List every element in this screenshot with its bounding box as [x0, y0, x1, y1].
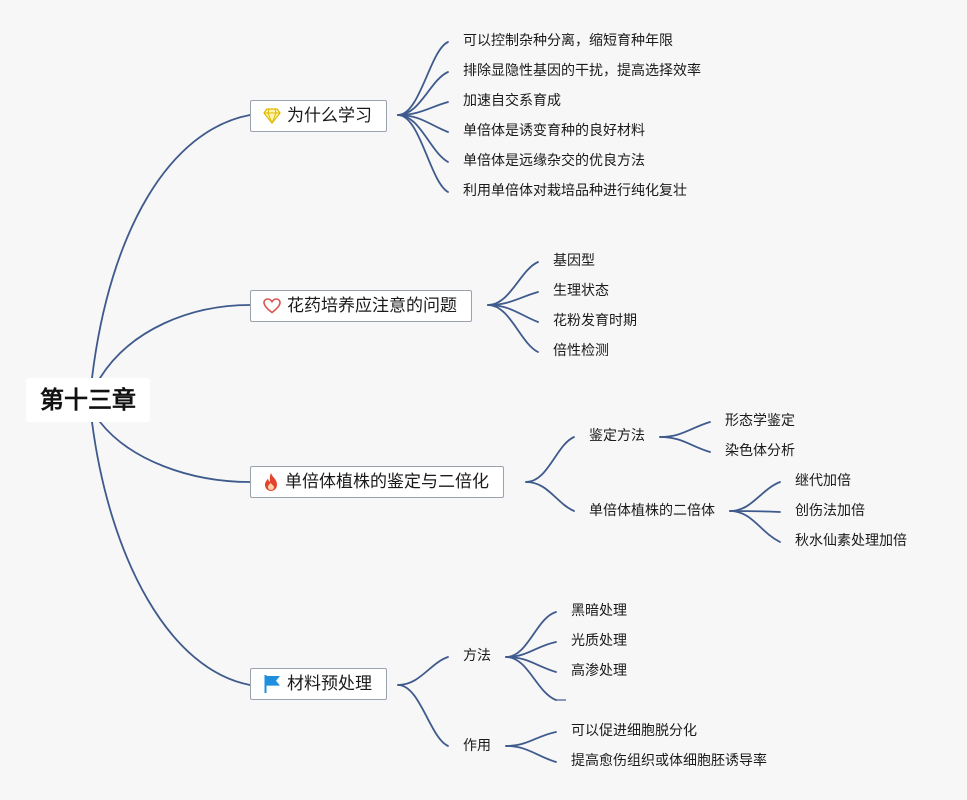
haploid-identify-leaf-1[interactable]: 染色体分析 [725, 443, 795, 459]
fire-icon [265, 473, 277, 491]
haploid-diploid-leaf-0[interactable]: 继代加倍 [795, 473, 851, 489]
anther-leaf-0[interactable]: 基因型 [553, 253, 595, 269]
branch-anther-label: 花药培养应注意的问题 [287, 296, 457, 316]
pretreat-sub-method[interactable]: 方法 [463, 648, 491, 664]
link-pretreat-sub0-leaf-0 [505, 611, 557, 658]
heart-icon [263, 298, 281, 314]
root-node[interactable]: 第十三章 [26, 378, 150, 422]
link-why-leaf-5 [397, 114, 449, 193]
link-pretreat-sub-0 [397, 656, 449, 686]
flag-icon [264, 675, 280, 693]
haploid-diploid-leaf-2[interactable]: 秋水仙素处理加倍 [795, 533, 907, 549]
branch-why-label: 为什么学习 [287, 106, 372, 126]
link-haploid-sub1-leaf-0 [729, 481, 781, 512]
branch-haploid[interactable]: 单倍体植株的鉴定与二倍化 [250, 466, 504, 498]
haploid-diploid-leaf-1[interactable]: 创伤法加倍 [795, 503, 865, 519]
link-haploid-sub0-leaf-0 [659, 421, 711, 438]
haploid-sub-identify[interactable]: 鉴定方法 [589, 428, 645, 444]
why-leaf-3[interactable]: 单倍体是诱变育种的良好材料 [463, 123, 645, 139]
link-pretreat-sub-1 [397, 684, 449, 747]
pretreat-sub-effect[interactable]: 作用 [463, 738, 491, 754]
why-leaf-2[interactable]: 加速自交系育成 [463, 93, 561, 109]
haploid-identify-leaf-0[interactable]: 形态学鉴定 [725, 413, 795, 429]
link-haploid-sub1-leaf-2 [729, 510, 781, 543]
haploid-sub-diploid[interactable]: 单倍体植株的二倍体 [589, 503, 715, 519]
link-why-leaf-4 [397, 114, 449, 163]
link-anther-leaf-0 [487, 261, 539, 306]
link-root-pretreat [91, 421, 251, 686]
branch-pretreat-label: 材料预处理 [287, 674, 372, 694]
why-leaf-1[interactable]: 排除显隐性基因的干扰，提高选择效率 [463, 63, 701, 79]
link-root-anther [99, 304, 251, 379]
link-pretreat-sub1-leaf-0 [505, 731, 557, 747]
link-haploid-sub-1 [525, 481, 575, 512]
anther-leaf-3[interactable]: 倍性检测 [553, 343, 609, 359]
branch-haploid-label: 单倍体植株的鉴定与二倍化 [285, 472, 489, 492]
gem-icon [263, 108, 281, 124]
pretreat-effect-leaf-0[interactable]: 可以促进细胞脱分化 [571, 723, 697, 739]
link-anther-leaf-3 [487, 304, 539, 353]
anther-leaf-1[interactable]: 生理状态 [553, 283, 609, 299]
anther-leaf-2[interactable]: 花粉发育时期 [553, 313, 637, 329]
pretreat-method-leaf-1[interactable]: 光质处理 [571, 633, 627, 649]
link-why-leaf-0 [397, 41, 449, 116]
branch-pretreat[interactable]: 材料预处理 [250, 668, 387, 700]
link-root-why [91, 114, 251, 379]
branch-why[interactable]: 为什么学习 [250, 100, 387, 132]
link-haploid-sub0-leaf-1 [659, 436, 711, 453]
link-pretreat-sub1-leaf-1 [505, 745, 557, 763]
link-haploid-sub-0 [525, 436, 575, 483]
why-leaf-4[interactable]: 单倍体是远缘杂交的优良方法 [463, 153, 645, 169]
branch-anther[interactable]: 花药培养应注意的问题 [250, 290, 472, 322]
why-leaf-0[interactable]: 可以控制杂种分离，缩短育种年限 [463, 33, 673, 49]
pretreat-method-leaf-2[interactable]: 高渗处理 [571, 663, 627, 679]
root-label: 第十三章 [40, 386, 136, 414]
pretreat-effect-leaf-1[interactable]: 提高愈伤组织或体细胞胚诱导率 [571, 753, 767, 769]
link-root-haploid [99, 421, 251, 483]
link-pretreat-sub0-leaf-3 [505, 656, 557, 701]
pretreat-method-leaf-0[interactable]: 黑暗处理 [571, 603, 627, 619]
link-why-leaf-1 [397, 71, 449, 116]
why-leaf-5[interactable]: 利用单倍体对栽培品种进行纯化复壮 [463, 183, 687, 199]
